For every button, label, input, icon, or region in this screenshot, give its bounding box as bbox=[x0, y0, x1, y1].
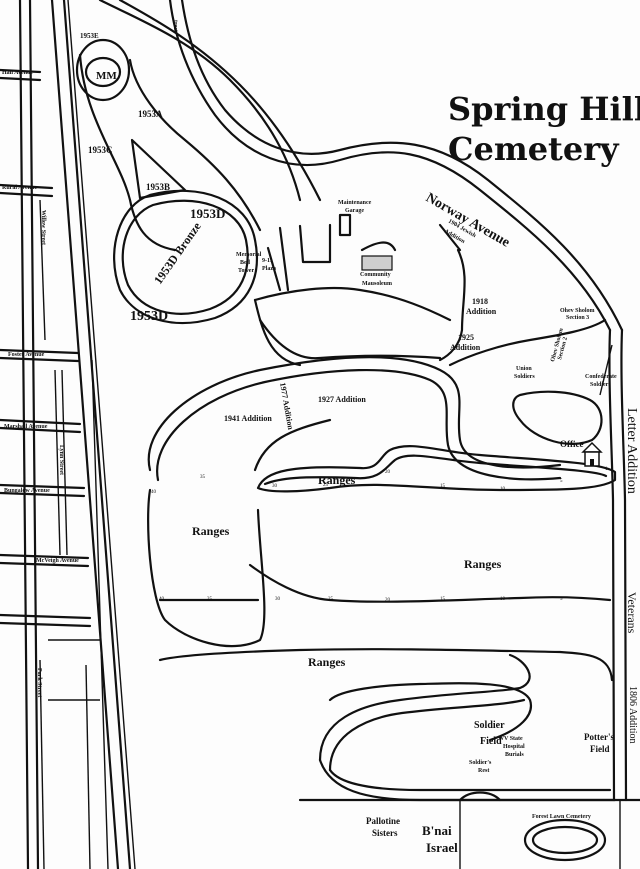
street-label-hall: Hall Avenue bbox=[2, 70, 33, 76]
label-confederate-1: Confederate bbox=[585, 374, 617, 380]
label-office: Office bbox=[560, 439, 583, 449]
street-label-foster: Foster Avenue bbox=[8, 352, 45, 358]
label-letter-addition: Letter Addition bbox=[624, 408, 639, 494]
label-1953d-bottom: 1953D bbox=[130, 309, 168, 324]
label-ranges-4: Ranges bbox=[308, 655, 346, 669]
addition-1927-loop bbox=[147, 356, 562, 482]
label-union-2: Soldiers bbox=[514, 374, 535, 380]
label-memorial-bell-tower-2: Bell bbox=[240, 260, 250, 266]
label-ohev-sholom-3a: Ohev Sholom bbox=[560, 308, 595, 314]
range-number: 40 bbox=[159, 597, 165, 602]
street-label-willow: Willow Street bbox=[40, 210, 46, 245]
range-number: 25 bbox=[323, 483, 329, 488]
label-union-1: Union bbox=[516, 366, 532, 372]
label-potters-field-2: Field bbox=[590, 744, 610, 754]
range-number: 35 bbox=[207, 597, 213, 602]
street-label-rural: Rural Avenue bbox=[2, 185, 37, 191]
central-roads bbox=[253, 213, 607, 367]
range-number: 5 bbox=[560, 479, 563, 484]
soldier-field-loop bbox=[318, 653, 617, 802]
label-wv-hospital-2: Hospital bbox=[503, 744, 525, 750]
range-number: 15 bbox=[440, 484, 446, 489]
office-house-icon bbox=[581, 441, 603, 467]
range-number: 20 bbox=[385, 598, 391, 603]
label-911-plaza-2: Plaza bbox=[262, 266, 276, 272]
label-maintenance-2: Garage bbox=[345, 208, 364, 214]
south-boundary bbox=[298, 798, 640, 869]
mm-circle bbox=[75, 38, 131, 102]
label-maintenance-1: Maintenance bbox=[338, 200, 372, 206]
street-label-park: Park Street bbox=[36, 668, 42, 697]
label-israel: Israel bbox=[426, 840, 458, 855]
label-mausoleum-2: Mausoleum bbox=[362, 281, 392, 287]
range-number: 25 bbox=[328, 597, 334, 602]
street-label-top: treet bbox=[172, 20, 178, 32]
label-1953c: 1953C bbox=[88, 145, 113, 155]
label-pallotine-2: Sisters bbox=[372, 828, 398, 838]
label-1806-addition: 1806 Addition bbox=[627, 686, 638, 744]
label-1953a: 1953A bbox=[138, 109, 163, 119]
label-1925-1: 1925 bbox=[458, 333, 474, 342]
east-roads bbox=[512, 328, 628, 802]
community-mausoleum-building bbox=[361, 255, 393, 271]
label-pallotine-1: Pallotine bbox=[366, 816, 400, 826]
label-veterans: Veterans bbox=[625, 592, 639, 634]
label-1927-addition: 1927 Addition bbox=[318, 395, 366, 404]
label-soldier-field-2: Field bbox=[480, 736, 502, 747]
label-1953b: 1953B bbox=[146, 182, 170, 192]
label-1918-1: 1918 bbox=[472, 297, 488, 306]
range-numbers: 40 35 30 25 20 15 10 5 1 40 35 30 25 20 … bbox=[151, 467, 608, 603]
label-ohev-sholom-3b: Section 3 bbox=[566, 315, 589, 321]
range-number: 10 bbox=[500, 597, 506, 602]
label-ranges-2: Ranges bbox=[192, 524, 230, 538]
range-number: 5 bbox=[560, 597, 563, 602]
label-soldiers-rest-2: Rest bbox=[478, 768, 489, 774]
label-wv-hospital-3: Burials bbox=[505, 752, 524, 758]
range-number: 10 bbox=[500, 487, 506, 492]
label-ohev-sholom-2b: Section 2 bbox=[557, 337, 569, 361]
label-1977-addition: 1977 Addition bbox=[278, 382, 295, 431]
range-number: 30 bbox=[275, 597, 281, 602]
north-roads bbox=[98, 0, 624, 332]
label-mausoleum-1: Community bbox=[360, 272, 391, 278]
label-1925-2: Addition bbox=[450, 343, 481, 352]
label-1941-addition: 1941 Addition bbox=[224, 414, 272, 423]
west-road-lines bbox=[0, 0, 136, 869]
street-label-norway: Norway Avenue bbox=[423, 190, 512, 250]
label-1953e: 1953E bbox=[80, 32, 99, 40]
range-number: 1 bbox=[605, 467, 608, 472]
label-1953d-top: 1953D bbox=[190, 206, 225, 221]
label-1953d-bronze: 1953D Bronze bbox=[151, 219, 204, 287]
ranges-loops bbox=[147, 445, 617, 742]
label-mm: MM bbox=[96, 70, 117, 82]
range-number: 40 bbox=[151, 490, 157, 495]
map-title-line1: Spring Hill bbox=[448, 90, 640, 128]
label-potters-field-1: Potter's bbox=[584, 732, 614, 742]
street-label-mcveigh: McVeigh Avenue bbox=[36, 558, 79, 564]
label-ranges-3: Ranges bbox=[464, 557, 502, 571]
label-forest-lawn: Forest Lawn Cemetery bbox=[532, 814, 591, 820]
label-memorial-bell-tower-3: Tower bbox=[238, 268, 254, 274]
label-wv-hospital-1: WV State bbox=[498, 736, 523, 742]
street-label-lynn: Lynn Street bbox=[58, 445, 64, 475]
label-ranges-1: Ranges bbox=[318, 473, 356, 487]
label-soldiers-rest-1: Soldier's bbox=[469, 760, 492, 766]
range-number: 30 bbox=[272, 484, 278, 489]
range-number: 15 bbox=[440, 597, 446, 602]
label-memorial-bell-tower-1: Memorial bbox=[236, 252, 262, 258]
range-number: 20 bbox=[385, 470, 391, 475]
label-911-plaza-1: 9-11 bbox=[262, 258, 273, 264]
map-title-line2: Cemetery bbox=[448, 130, 620, 168]
range-number: 35 bbox=[200, 475, 206, 480]
street-label-bungalow: Bungalow Avenue bbox=[4, 488, 50, 494]
section-1953-loops bbox=[78, 53, 262, 325]
label-bnai: B'nai bbox=[422, 823, 452, 838]
label-1918-2: Addition bbox=[466, 307, 497, 316]
street-label-marshall: Marshall Avenue bbox=[4, 424, 48, 430]
label-soldier-field-1: Soldier bbox=[474, 720, 505, 731]
label-confederate-2: Soldiers bbox=[590, 382, 611, 388]
